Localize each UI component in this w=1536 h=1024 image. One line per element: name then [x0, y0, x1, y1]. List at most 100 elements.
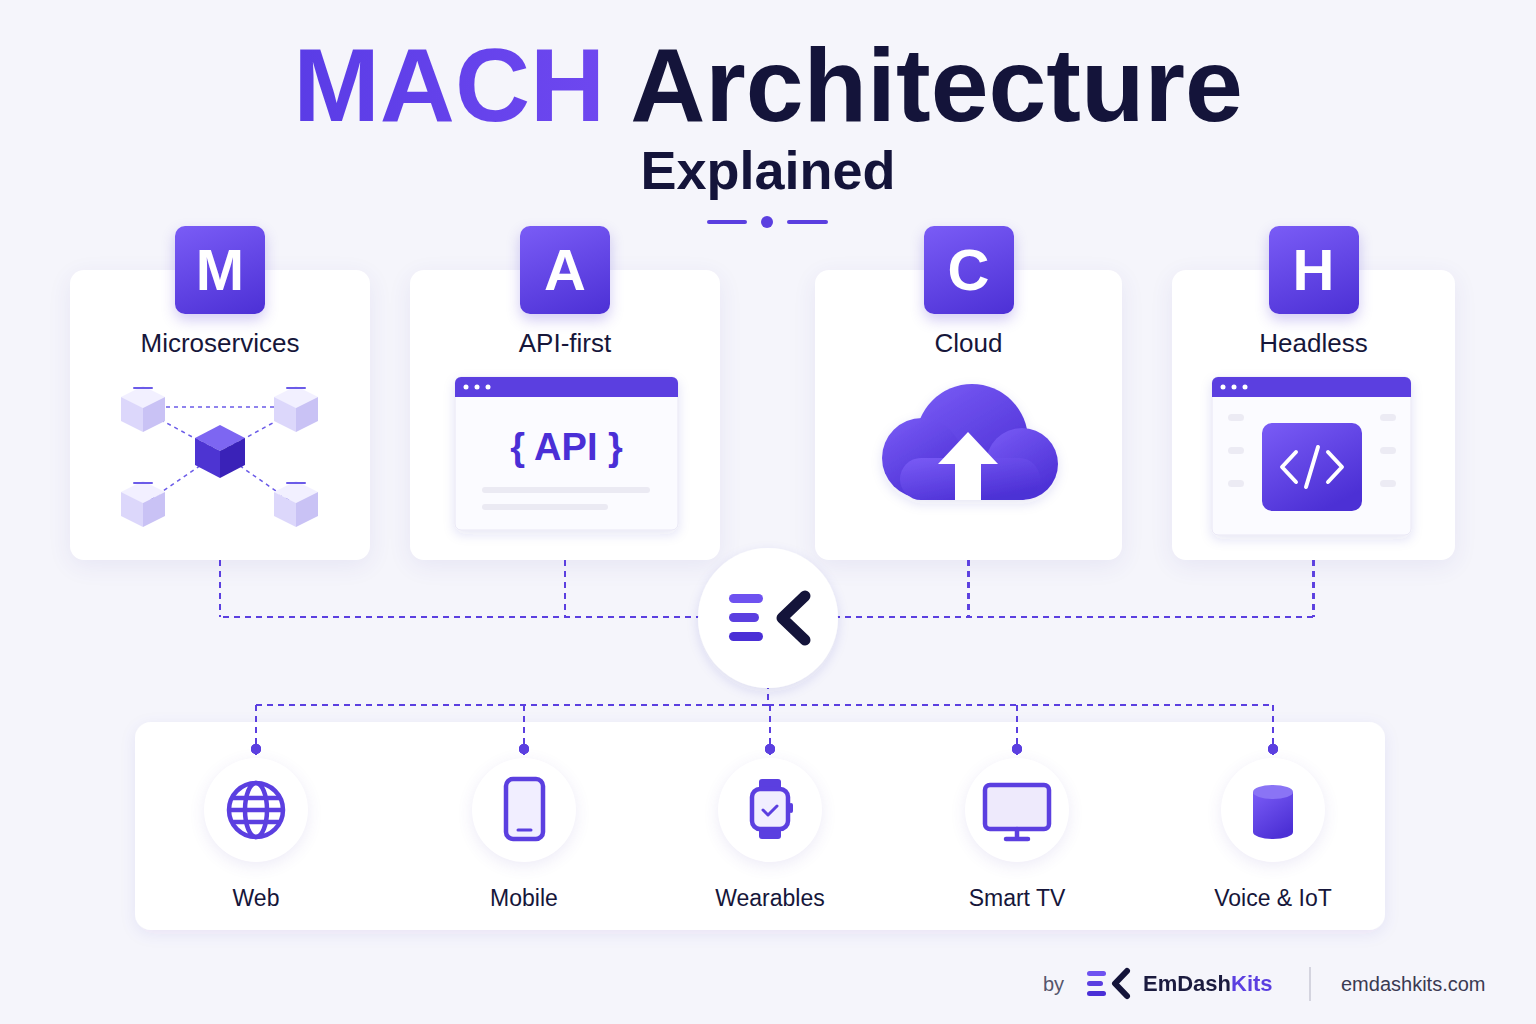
wire-dot	[1268, 744, 1278, 754]
letter-badge: M	[175, 226, 265, 314]
dashed-wire	[565, 616, 768, 618]
dashed-wire	[1016, 705, 1018, 758]
dashed-wire	[564, 560, 566, 617]
dashed-wire	[523, 705, 525, 758]
side-pill	[1228, 447, 1244, 454]
cloud-part	[882, 418, 962, 498]
tv-icon	[985, 785, 1049, 829]
text-line	[482, 487, 650, 493]
dashed-wire	[768, 704, 1273, 706]
dashed-wire	[524, 704, 768, 706]
tv-stand	[1006, 829, 1028, 839]
dashed-wire	[767, 617, 769, 705]
dashed-wire	[968, 560, 970, 617]
dashed-wire	[767, 617, 769, 705]
connector	[519, 560, 768, 758]
dashed-wire	[1272, 705, 1274, 758]
website-url: emdashkits.com	[1341, 972, 1486, 996]
dashed-wire	[1016, 705, 1018, 758]
channel-label: Mobile	[424, 885, 624, 911]
headless-window	[1212, 377, 1411, 535]
watch-icon	[752, 789, 788, 829]
wire-dot	[251, 744, 261, 754]
channel-node: Wearables	[718, 758, 822, 862]
connector	[768, 560, 1022, 758]
badge-letter: A	[520, 226, 610, 314]
wire-dot	[1012, 744, 1022, 754]
dashed-wire	[768, 704, 770, 706]
wire-dot	[765, 744, 775, 754]
code-tile	[1262, 423, 1362, 511]
cube-handle	[287, 387, 305, 389]
badge-letter: C	[924, 226, 1014, 314]
dashed-wire	[768, 616, 969, 618]
wire-dot	[1268, 744, 1278, 754]
connector	[765, 560, 969, 758]
wire-dot	[251, 744, 261, 754]
service-card: HeadlessH	[1172, 270, 1455, 560]
dashed-wire	[768, 616, 969, 618]
window-dot	[464, 385, 469, 390]
wire-dot	[251, 744, 261, 754]
globe-lines	[229, 798, 283, 822]
wire-dot	[519, 744, 529, 754]
dashed-wire	[219, 560, 221, 617]
card-title: Headless	[1172, 328, 1455, 358]
dashed-wire	[768, 704, 770, 706]
letter-badge: C	[924, 226, 1014, 314]
dashed-wire	[968, 560, 970, 617]
service-link	[220, 414, 289, 452]
dashed-wire	[1313, 560, 1315, 617]
dashed-wire	[220, 616, 768, 618]
divider-dot	[761, 216, 773, 228]
channel-label: Web	[156, 885, 356, 911]
cloud-part	[900, 458, 1040, 500]
wire-dot	[765, 744, 775, 754]
dashed-wire	[255, 705, 257, 758]
card-title: API-first	[410, 328, 720, 358]
cloud-part	[986, 428, 1058, 500]
window-header	[455, 377, 678, 397]
connector	[565, 560, 1022, 758]
dashed-wire	[767, 617, 769, 705]
dashed-wire	[968, 560, 970, 617]
card-title: Microservices	[70, 328, 370, 358]
divider-line	[709, 220, 745, 224]
connector	[251, 560, 1314, 758]
service-link	[150, 452, 220, 500]
window-dot	[1243, 385, 1248, 390]
dashed-wire	[256, 704, 768, 706]
subtitle: Explained	[0, 140, 1536, 200]
dashed-wire	[1313, 560, 1315, 617]
channel-label: Wearables	[670, 885, 870, 911]
connector	[565, 560, 775, 758]
dashed-wire	[767, 617, 769, 705]
dashed-wire	[255, 705, 257, 758]
service-cube	[121, 386, 165, 432]
dashed-wire	[524, 704, 768, 706]
watch-strap	[759, 827, 781, 839]
dashed-wire	[769, 705, 771, 758]
wire-dot	[1268, 744, 1278, 754]
wire-dot	[1268, 744, 1278, 754]
dashed-wire	[219, 560, 221, 617]
dashed-wire	[767, 617, 769, 705]
cube-handle	[287, 482, 305, 484]
logo-bar	[729, 594, 763, 603]
globe-ring	[229, 783, 283, 837]
dashed-wire	[767, 617, 769, 705]
wire-dot	[519, 744, 529, 754]
dashed-wire	[524, 704, 768, 706]
dashed-wire	[219, 560, 221, 617]
service-link	[166, 406, 274, 408]
wire-dot	[765, 744, 775, 754]
dashed-wire	[255, 705, 257, 758]
dashed-wire	[768, 616, 969, 618]
connector	[220, 560, 1022, 758]
dashed-wire	[767, 617, 769, 705]
connector	[251, 560, 768, 758]
window-header	[1212, 377, 1411, 397]
connector	[220, 560, 1278, 758]
logo-chevron	[1115, 971, 1127, 996]
window-dot	[1221, 385, 1226, 390]
